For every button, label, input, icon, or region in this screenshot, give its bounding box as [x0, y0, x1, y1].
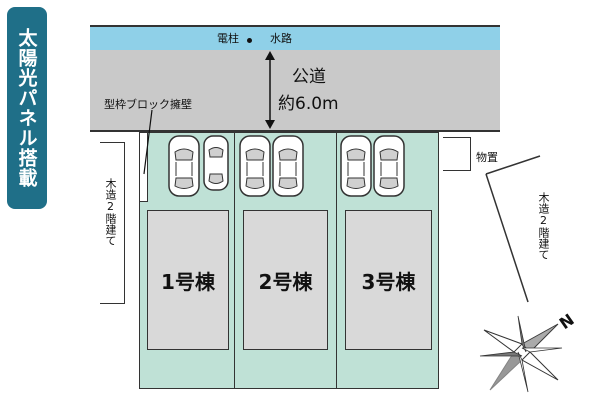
wall-leader-line [143, 109, 153, 175]
solar-panel-label: 太陽光パネル搭載 [7, 7, 47, 209]
house-3: 3号棟 [345, 210, 432, 350]
road-type-label: 公道 [292, 67, 326, 87]
road-width-label: 約6.0m [278, 94, 339, 114]
house-2: 2号棟 [243, 210, 328, 350]
left-neighbor-label: 木造2階建て [104, 178, 117, 246]
left-neighbor-outline [100, 142, 125, 304]
right-neighbor-label: 木造2階建て [537, 192, 550, 260]
compass-icon [479, 315, 563, 393]
retaining-wall [139, 132, 148, 202]
public-road [90, 50, 500, 132]
storage-label: 物置 [476, 151, 498, 164]
canal-strip [90, 25, 500, 52]
right-neighbor-outline [485, 155, 541, 303]
retaining-wall-label: 型枠ブロック擁壁 [104, 98, 192, 111]
utility-pole-label: 電柱 [217, 32, 239, 45]
storage-marker [443, 137, 471, 171]
house-1: 1号棟 [147, 210, 229, 350]
utility-pole-icon [247, 38, 252, 43]
canal-label: 水路 [270, 32, 292, 45]
road-width-arrow-icon [265, 51, 275, 129]
